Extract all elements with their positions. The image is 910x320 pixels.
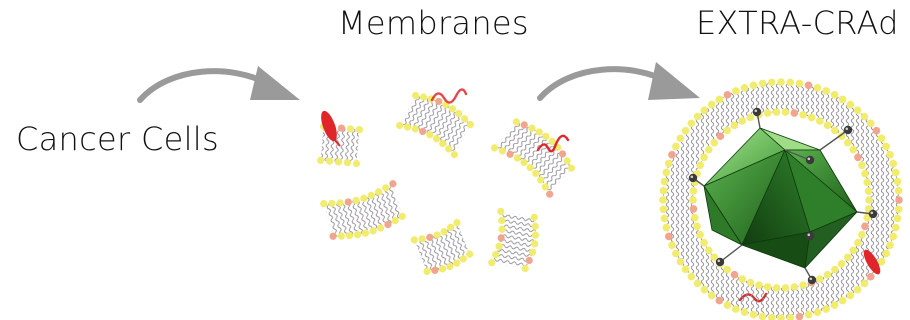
extra-crad-particle <box>659 78 903 320</box>
membrane-fragment-icon <box>395 85 478 159</box>
membrane-fragment-icon <box>489 111 581 200</box>
membrane-fragment-icon <box>410 218 476 280</box>
label-extra-crad: EXTRA-CRAd <box>696 4 899 42</box>
membrane-fragments <box>317 85 582 280</box>
membrane-fragment-icon <box>488 207 544 273</box>
label-cancer-cells: Cancer Cells <box>16 120 219 158</box>
curved-arrow-icon <box>540 62 700 100</box>
membrane-fragment-icon <box>319 179 408 246</box>
curved-arrow-icon <box>140 66 300 100</box>
virus-capsid-icon <box>704 128 857 268</box>
label-membranes: Membranes <box>338 4 529 42</box>
